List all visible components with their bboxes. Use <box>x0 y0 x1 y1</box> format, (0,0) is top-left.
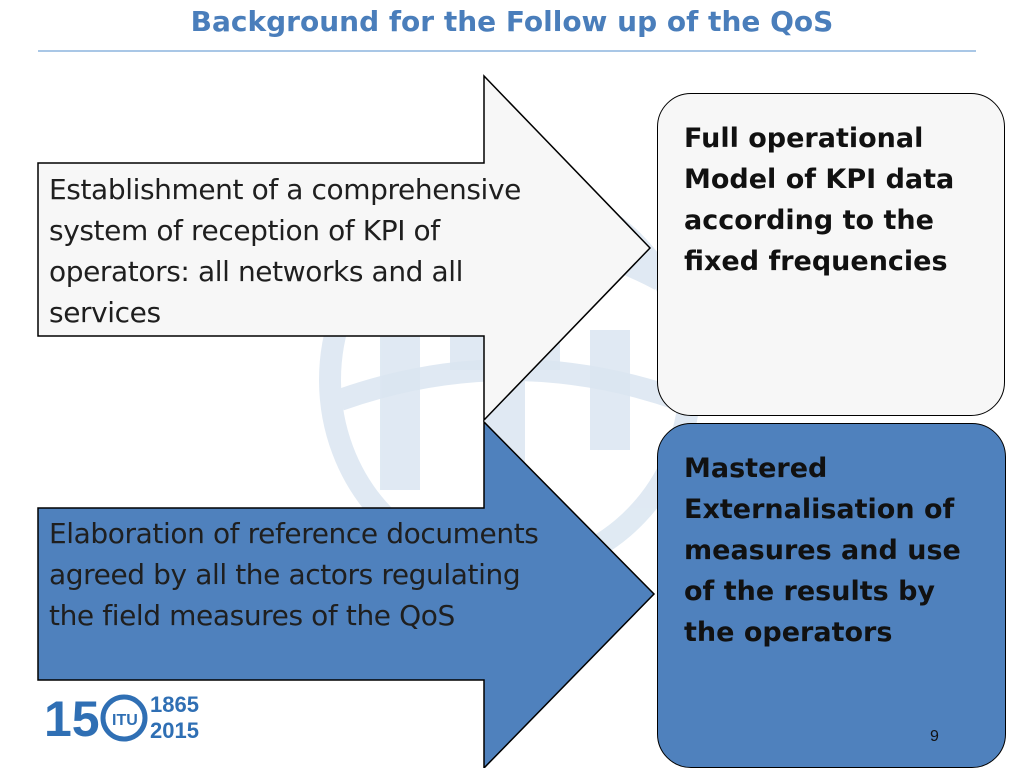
logo-globe-icon <box>100 694 148 742</box>
slide-title: Background for the Follow up of the QoS <box>190 5 834 38</box>
arrow-bottom-shape <box>37 420 656 768</box>
arrow-top-text: Establishment of a comprehensive system … <box>49 173 521 329</box>
title-divider <box>38 50 976 52</box>
logo-year-end: 2015 <box>150 718 199 743</box>
logo-150-text: 15 <box>44 691 100 744</box>
result-box-top: Full operational Model of KPI data accor… <box>657 93 1005 416</box>
arrow-top-shape <box>37 74 652 422</box>
itu-150-logo: 15 ITU 1865 2015 <box>44 691 199 744</box>
page-number: 9 <box>930 728 939 745</box>
result-box-top-text: Full operational Model of KPI data accor… <box>684 123 955 277</box>
result-box-bottom: Mastered Externalisation of measures and… <box>657 423 1006 768</box>
result-box-bottom-text: Mastered Externalisation of measures and… <box>684 453 961 648</box>
logo-year-start: 1865 <box>150 692 199 717</box>
arrow-bottom-text: Elaboration of reference documents agree… <box>49 517 539 632</box>
logo-emblem-text: ITU <box>112 712 138 729</box>
